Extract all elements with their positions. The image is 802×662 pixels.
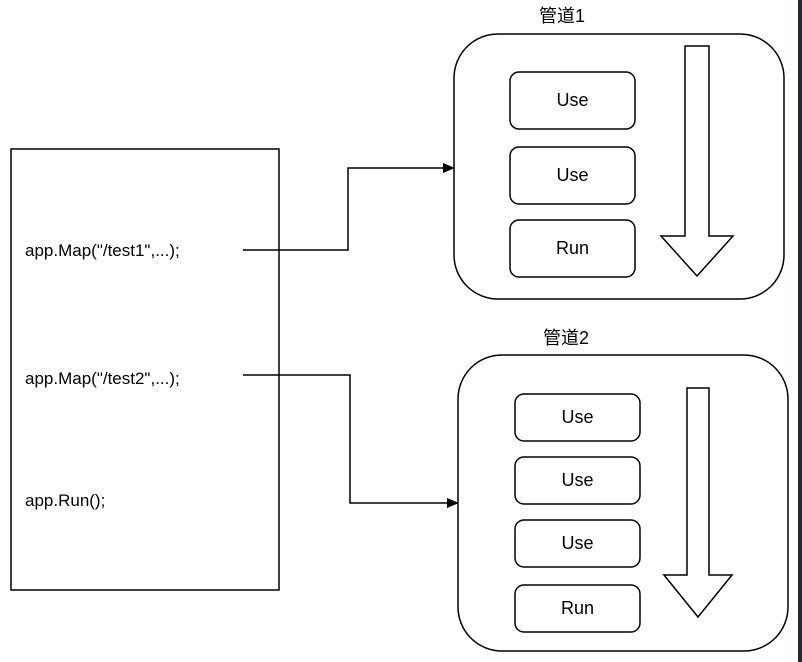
pipeline-1-step-use-2 bbox=[509, 146, 636, 205]
pipeline-2-step-label: Use bbox=[561, 407, 593, 427]
window-right-edge bbox=[798, 0, 802, 662]
source-code-box bbox=[10, 148, 280, 591]
connector-arrow-2 bbox=[243, 374, 459, 508]
pipeline-1-title: 管道1 bbox=[539, 6, 585, 26]
pipeline-2-step-use-1 bbox=[514, 393, 641, 442]
source-line-run: app.Run(); bbox=[25, 491, 105, 510]
pipeline-2-step-label: Run bbox=[561, 598, 594, 618]
pipeline-1-step-run bbox=[509, 219, 636, 278]
pipeline-2-flow-down-arrow-icon bbox=[662, 387, 734, 619]
pipeline-1-flow-down-arrow-icon bbox=[659, 45, 735, 278]
pipeline-2-step-use-3 bbox=[514, 519, 641, 568]
pipeline-2-title: 管道2 bbox=[543, 328, 589, 348]
pipeline-2-step-run bbox=[514, 584, 641, 633]
connector-arrow-1 bbox=[243, 163, 455, 251]
pipeline-1-step-label: Run bbox=[556, 238, 589, 258]
pipeline-2-step-label: Use bbox=[561, 470, 593, 490]
source-line-map-test1: app.Map("/test1",...); bbox=[25, 241, 180, 260]
pipeline-2-step-label: Use bbox=[561, 533, 593, 553]
source-line-map-test2: app.Map("/test2",...); bbox=[25, 369, 180, 388]
pipeline-1-step-use-1 bbox=[509, 71, 636, 130]
pipeline-2-step-use-2 bbox=[514, 456, 641, 505]
pipeline-1-step-label: Use bbox=[556, 165, 588, 185]
pipeline-1-step-label: Use bbox=[556, 90, 588, 110]
